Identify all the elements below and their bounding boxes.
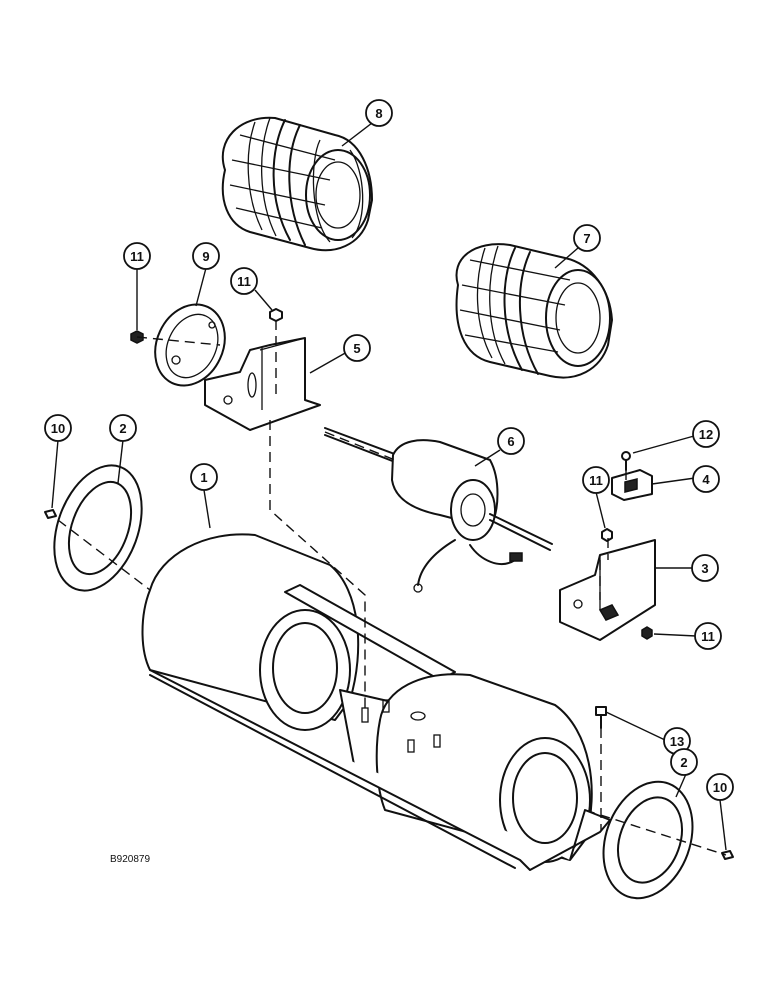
svg-text:10: 10 <box>51 421 65 436</box>
callout-13: 13 <box>663 727 691 755</box>
svg-text:7: 7 <box>583 231 590 246</box>
svg-text:10: 10 <box>713 780 727 795</box>
svg-text:4: 4 <box>702 472 710 487</box>
screw-12 <box>621 451 631 471</box>
callout-2-a: 2 <box>109 414 137 442</box>
mounting-ring-9 <box>154 303 226 387</box>
svg-text:13: 13 <box>670 734 684 749</box>
callout-9: 9 <box>192 242 220 270</box>
svg-text:8: 8 <box>375 106 382 121</box>
callout-11-c: 11 <box>582 466 610 494</box>
callout-11-a: 11 <box>123 242 151 270</box>
inlet-ring-2-left <box>53 464 143 592</box>
svg-text:6: 6 <box>507 434 514 449</box>
screw-13 <box>595 706 607 729</box>
callout-4: 4 <box>692 465 720 493</box>
callout-8: 8 <box>365 99 393 127</box>
switch-4 <box>611 469 653 501</box>
svg-text:9: 9 <box>202 249 209 264</box>
svg-text:11: 11 <box>701 629 715 644</box>
nut-11-d <box>641 626 653 640</box>
callout-6: 6 <box>497 427 525 455</box>
callout-3: 3 <box>691 554 719 582</box>
svg-text:11: 11 <box>130 249 144 264</box>
alignment-lines <box>57 320 727 856</box>
leader-lines <box>51 122 727 851</box>
svg-text:3: 3 <box>701 561 708 576</box>
inlet-ring-2-right <box>602 780 694 900</box>
svg-text:2: 2 <box>680 755 687 770</box>
callout-7: 7 <box>573 224 601 252</box>
svg-text:5: 5 <box>353 341 360 356</box>
callout-2-b: 2 <box>670 748 698 776</box>
bracket-3 <box>559 539 656 641</box>
screw-10-right <box>721 850 734 860</box>
callout-11-b: 11 <box>230 267 258 295</box>
svg-text:1: 1 <box>200 470 207 485</box>
callout-11-d: 11 <box>694 622 722 650</box>
svg-text:11: 11 <box>237 274 251 289</box>
blower-wheel-7 <box>455 243 613 379</box>
screw-10-left <box>44 509 57 519</box>
blower-motor-6 <box>324 427 553 593</box>
blower-wheel-8 <box>221 116 373 252</box>
nut-11-c <box>601 528 613 542</box>
callout-10-a: 10 <box>44 414 72 442</box>
svg-text:11: 11 <box>589 473 603 488</box>
callout-10-b: 10 <box>706 773 734 801</box>
blower-housing-1 <box>141 533 611 871</box>
svg-text:2: 2 <box>119 421 126 436</box>
callout-12: 12 <box>692 420 720 448</box>
drawing-number: B920879 <box>110 854 150 865</box>
svg-text:12: 12 <box>699 427 713 442</box>
nut-11-b <box>269 308 283 322</box>
motor-bracket-5 <box>204 337 321 431</box>
callout-5: 5 <box>343 334 371 362</box>
callout-1: 1 <box>190 463 218 491</box>
